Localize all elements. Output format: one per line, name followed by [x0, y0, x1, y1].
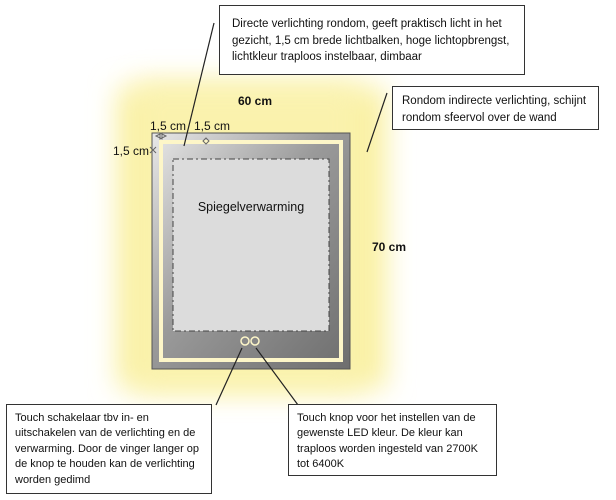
- leader-lines: [183, 22, 388, 406]
- width-label: 60 cm: [238, 94, 273, 108]
- callout-indirect-lighting-text: Rondom indirecte verlichting, schijnt ro…: [402, 95, 587, 124]
- margin-left-label: 1,5 cm: [150, 119, 187, 133]
- margin-side-label: 1,5 cm: [113, 144, 150, 158]
- margin-bar-label: 1,5 cm: [194, 119, 231, 133]
- touch-color-button[interactable]: [250, 336, 260, 346]
- heating-label: Spiegelverwarming: [198, 200, 304, 214]
- callout-indirect-lighting: Rondom indirecte verlichting, schijnt ro…: [392, 86, 599, 130]
- callout-touch-switch-text: Touch schakelaar tbv in- en uitschakelen…: [15, 412, 200, 486]
- callout-touch-switch: Touch schakelaar tbv in- en uitschakelen…: [6, 404, 212, 494]
- callout-touch-color: Touch knop voor het instellen van de gew…: [288, 404, 497, 476]
- heating-area: [172, 158, 330, 332]
- touch-switch-button[interactable]: [240, 336, 250, 346]
- callout-direct-lighting-text: Directe verlichting rondom, geeft prakti…: [232, 18, 510, 64]
- callout-touch-color-text: Touch knop voor het instellen van de gew…: [297, 412, 479, 471]
- callout-direct-lighting: Directe verlichting rondom, geeft prakti…: [219, 5, 525, 75]
- dimension-markers: [149, 132, 210, 154]
- height-label: 70 cm: [372, 240, 407, 254]
- direct-light-bar: [159, 140, 343, 362]
